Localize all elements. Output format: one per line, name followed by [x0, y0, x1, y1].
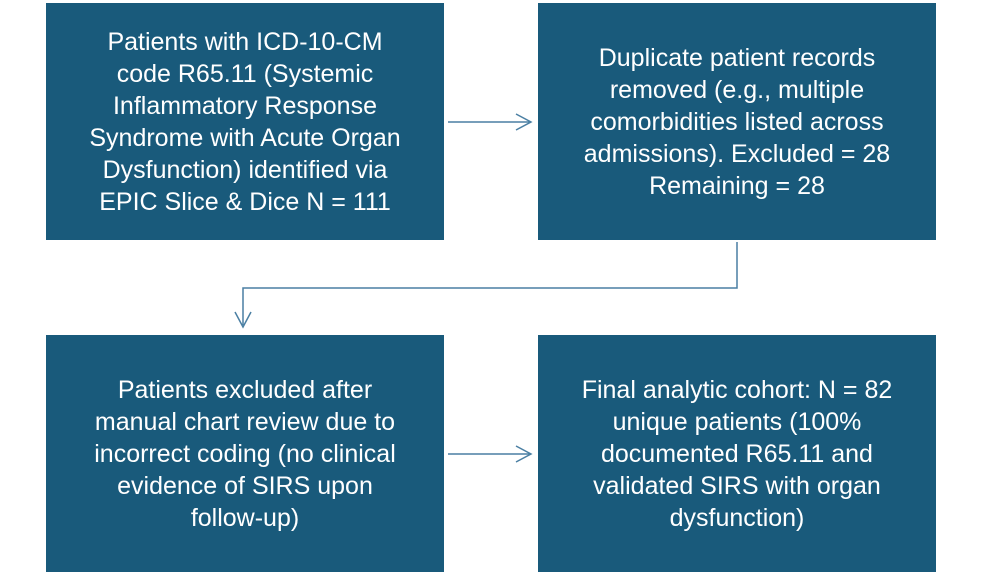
flow-box-duplicates-removed: Duplicate patient records removed (e.g.,… — [538, 3, 936, 240]
flow-box-manual-review: Patients excluded after manual chart rev… — [46, 335, 444, 572]
text-line: manual chart review due to — [94, 407, 396, 436]
flow-box-final-cohort: Final analytic cohort: N = 82 unique pat… — [538, 335, 936, 572]
flow-box-manual-review-text: Patients excluded after manual chart rev… — [94, 374, 396, 534]
text-line: dysfunction) — [669, 503, 805, 532]
text-line: Patients excluded after — [117, 375, 373, 404]
text-line: Patients with ICD-10-CM — [107, 27, 383, 56]
text-line: Remaining = 28 — [649, 171, 825, 200]
text-line: Duplicate patient records — [598, 43, 876, 72]
text-line: Final analytic cohort: N = 82 — [581, 375, 893, 404]
flow-box-identified-text: Patients with ICD-10-CM code R65.11 (Sys… — [89, 26, 400, 218]
text-line: incorrect coding (no clinical — [94, 439, 396, 468]
arrow-manual-review-to-final-cohort — [448, 445, 533, 463]
arrow-identified-to-duplicates — [448, 113, 533, 131]
text-line: follow-up) — [190, 503, 300, 532]
text-line: removed (e.g., multiple — [609, 75, 865, 104]
text-line: EPIC Slice & Dice N = 111 — [99, 187, 391, 216]
arrow-duplicates-to-manual-review — [234, 242, 738, 329]
text-line: admissions). Excluded = 28 — [583, 139, 891, 168]
text-line: Syndrome with Acute Organ — [89, 123, 401, 152]
text-line: documented R65.11 and — [601, 439, 873, 468]
text-line: Inflammatory Response — [112, 91, 377, 120]
text-line: Dysfunction) identified via — [102, 155, 388, 184]
text-line: validated SIRS with organ — [593, 471, 881, 500]
flow-box-duplicates-removed-text: Duplicate patient records removed (e.g.,… — [584, 42, 890, 202]
text-line: evidence of SIRS upon — [117, 471, 373, 500]
text-line: code R65.11 (Systemic — [116, 59, 374, 88]
text-line: comorbidities listed across — [590, 107, 884, 136]
flow-box-final-cohort-text: Final analytic cohort: N = 82 unique pat… — [582, 374, 893, 534]
text-line: unique patients (100% — [612, 407, 862, 436]
flow-box-identified: Patients with ICD-10-CM code R65.11 (Sys… — [46, 3, 444, 240]
